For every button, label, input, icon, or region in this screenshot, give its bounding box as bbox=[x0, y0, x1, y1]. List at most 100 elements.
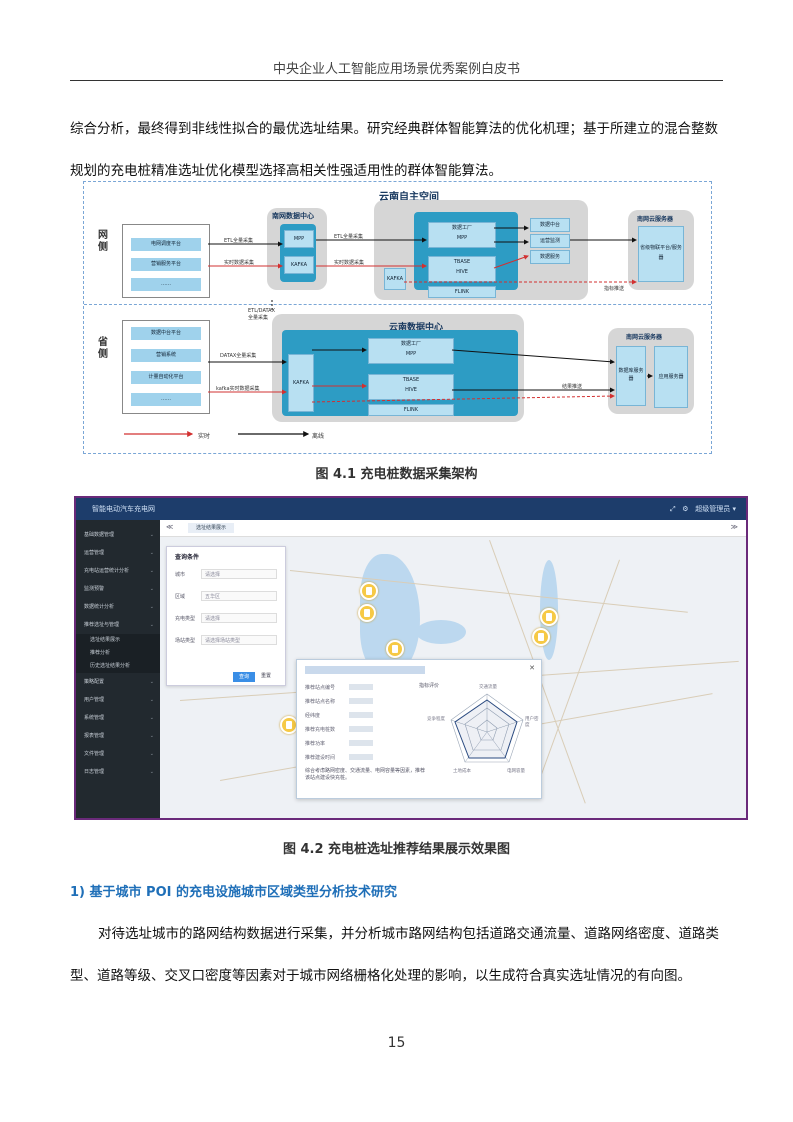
sidebar-item[interactable]: 基础数据管理⌄ bbox=[76, 526, 160, 544]
chevron-down-icon: ⌄ bbox=[149, 697, 154, 703]
map-area[interactable]: ≪ 选址结果展示 ≫ 查询条件 城市 请选择 区域 五华区 充电类型 请选择 场… bbox=[160, 520, 746, 818]
chevron-down-icon: ⌄ bbox=[149, 679, 154, 685]
charging-marker[interactable] bbox=[532, 628, 550, 646]
chevron-down-icon: ⌄ bbox=[149, 622, 154, 628]
radar-series bbox=[454, 699, 518, 759]
reset-button[interactable]: 重置 bbox=[261, 673, 272, 679]
sidebar-subitem[interactable]: 选址结果展示 bbox=[76, 634, 160, 647]
popup-title bbox=[305, 666, 425, 674]
radar-ring bbox=[450, 693, 524, 763]
proc-label: HIVE bbox=[456, 269, 468, 275]
radar-axis-label: 用户密度 bbox=[525, 717, 539, 728]
popup-row-label: 经纬度 bbox=[305, 713, 321, 719]
popup-row-label: 推荐建设时间 bbox=[305, 755, 336, 761]
road bbox=[289, 570, 688, 613]
arrow-label: DATAX全量采集 bbox=[220, 353, 257, 359]
close-icon[interactable]: ✕ bbox=[529, 664, 535, 672]
arrow-label: 指标推送 bbox=[604, 286, 625, 292]
topbar-icons: ⤢ ⚙ 超级管理员 ▾ bbox=[670, 505, 736, 513]
sidebar-subitem[interactable]: 推荐分析 bbox=[76, 647, 160, 660]
chevron-down-icon: ⌄ bbox=[149, 604, 154, 610]
figure1-divider bbox=[84, 304, 711, 305]
query-input[interactable]: 请选择 bbox=[201, 569, 277, 579]
out-top-2: 运营监测 bbox=[530, 234, 570, 248]
proc-top-flink: FLINK bbox=[428, 286, 496, 298]
sidebar-item[interactable]: 报表管理⌄ bbox=[76, 727, 160, 745]
tab-bar: ≪ 选址结果展示 ≫ bbox=[160, 520, 746, 537]
sidebar-subitem[interactable]: 历史选址结果分析 bbox=[76, 660, 160, 673]
sidebar-item[interactable]: 推荐选址与管理⌄ bbox=[76, 616, 160, 634]
proc-bottom-flink: FLINK bbox=[368, 404, 454, 416]
user-name[interactable]: 超级管理员 bbox=[695, 505, 731, 513]
hub-kafka: KAFKA bbox=[284, 256, 314, 274]
proc-label: MPP bbox=[405, 351, 417, 357]
popup-row-value bbox=[349, 754, 373, 760]
source-item: …… bbox=[131, 393, 201, 406]
charging-marker[interactable] bbox=[358, 604, 376, 622]
sidebar-item[interactable]: 监测预警⌄ bbox=[76, 580, 160, 598]
source-item: …… bbox=[131, 278, 201, 291]
charging-marker[interactable] bbox=[386, 640, 404, 658]
tab-result[interactable]: 选址结果展示 bbox=[188, 523, 234, 533]
figure-app-screenshot: 智能电动汽车充电网 ⤢ ⚙ 超级管理员 ▾ 基础数据管理⌄运营管理⌄充电站运营统… bbox=[74, 496, 748, 820]
site-popup: ✕ 推荐站点编号 推荐站点名称 经纬度 推荐充电桩数 推荐功率 推荐建设时间 综… bbox=[296, 659, 542, 799]
sidebar-item[interactable]: 数据统计分析⌄ bbox=[76, 598, 160, 616]
header-rule bbox=[70, 80, 723, 81]
proc-label: 数据工厂 bbox=[451, 225, 472, 231]
chevron-down-icon: ⌄ bbox=[149, 532, 154, 538]
chevron-down-icon: ⌄ bbox=[149, 751, 154, 757]
proc-label: TBASE bbox=[402, 377, 420, 383]
query-panel-title: 查询条件 bbox=[175, 554, 200, 561]
charging-marker[interactable] bbox=[540, 608, 558, 626]
service-top-title: 南网云服务器 bbox=[637, 216, 674, 223]
arrow-label: ETL/DATAX全量采集 bbox=[248, 308, 275, 321]
popup-note: 综合考虑路网密度、交通流量、电网容量等因素，推荐该站点建设快充桩。 bbox=[305, 768, 426, 781]
charging-marker[interactable] bbox=[360, 582, 378, 600]
nav-forward-icon[interactable]: ≫ bbox=[730, 523, 738, 531]
arrow-label: 实时数据采集 bbox=[224, 260, 255, 266]
top-kafka: KAFKA bbox=[384, 268, 406, 290]
sidebar-item[interactable]: 运营管理⌄ bbox=[76, 544, 160, 562]
top-hub-title: 南网数据中心 bbox=[272, 212, 314, 220]
bottom-kafka: KAFKA bbox=[288, 354, 314, 412]
radar-chart bbox=[450, 693, 524, 763]
sidebar-item[interactable]: 系统管理⌄ bbox=[76, 709, 160, 727]
query-label: 区域 bbox=[175, 594, 186, 600]
chevron-down-icon: ⌄ bbox=[149, 568, 154, 574]
arrow-label: ETL全量采集 bbox=[224, 238, 253, 244]
out-top-1: 数据中台 bbox=[530, 218, 570, 232]
sidebar-item[interactable]: 文件管理⌄ bbox=[76, 745, 160, 763]
hub-mpp: MPP bbox=[284, 230, 314, 248]
popup-row-label: 推荐站点名称 bbox=[305, 699, 336, 705]
popup-row-value bbox=[349, 726, 373, 732]
chevron-down-icon: ⌄ bbox=[149, 586, 154, 592]
popup-row-label: 推荐充电桩数 bbox=[305, 727, 336, 733]
source-item: 营销服务平台 bbox=[131, 258, 201, 271]
proc-label: TBASE bbox=[453, 259, 471, 265]
search-button[interactable]: 查询 bbox=[233, 672, 255, 682]
nav-back-icon[interactable]: ≪ bbox=[166, 523, 174, 531]
sidebar-item[interactable]: 策略配置⌄ bbox=[76, 673, 160, 691]
radar-axis-label: 竞争程度 bbox=[427, 717, 445, 722]
legend-offline: 离线 bbox=[312, 433, 325, 440]
source-item: 数据中台平台 bbox=[131, 327, 201, 340]
proc-top-factory: 数据工厂 MPP bbox=[428, 222, 496, 248]
sidebar-item[interactable]: 用户管理⌄ bbox=[76, 691, 160, 709]
figure1-caption: 图 4.1 充电桩数据采集架构 bbox=[315, 467, 478, 482]
figure-data-architecture: 云南自主空间 网侧 省侧 电网调度平台 营销服务平台 …… 数据中台平台 营销系… bbox=[83, 181, 712, 454]
radar-ring bbox=[476, 719, 498, 741]
proc-label: HIVE bbox=[405, 387, 417, 393]
popup-row-value bbox=[349, 740, 373, 746]
radar-axis-label: 交通流量 bbox=[479, 685, 497, 690]
source-item: 计量自动化平台 bbox=[131, 371, 201, 384]
source-item: 电网调度平台 bbox=[131, 238, 201, 251]
sidebar-item[interactable]: 日志管理⌄ bbox=[76, 763, 160, 781]
query-input[interactable]: 请选择 bbox=[201, 613, 277, 623]
proc-label: MPP bbox=[456, 235, 468, 241]
chevron-down-icon: ⌄ bbox=[149, 733, 154, 739]
sidebar-item[interactable]: 充电站运营统计分析⌄ bbox=[76, 562, 160, 580]
popup-row-label: 推荐站点编号 bbox=[305, 685, 336, 691]
paragraph-2: 对待选址城市的路网结构数据进行采集，并分析城市路网结构包括道路交通流量、道路网络… bbox=[70, 926, 719, 984]
query-input[interactable]: 请选择场站类型 bbox=[201, 635, 277, 645]
query-input[interactable]: 五华区 bbox=[201, 591, 277, 601]
